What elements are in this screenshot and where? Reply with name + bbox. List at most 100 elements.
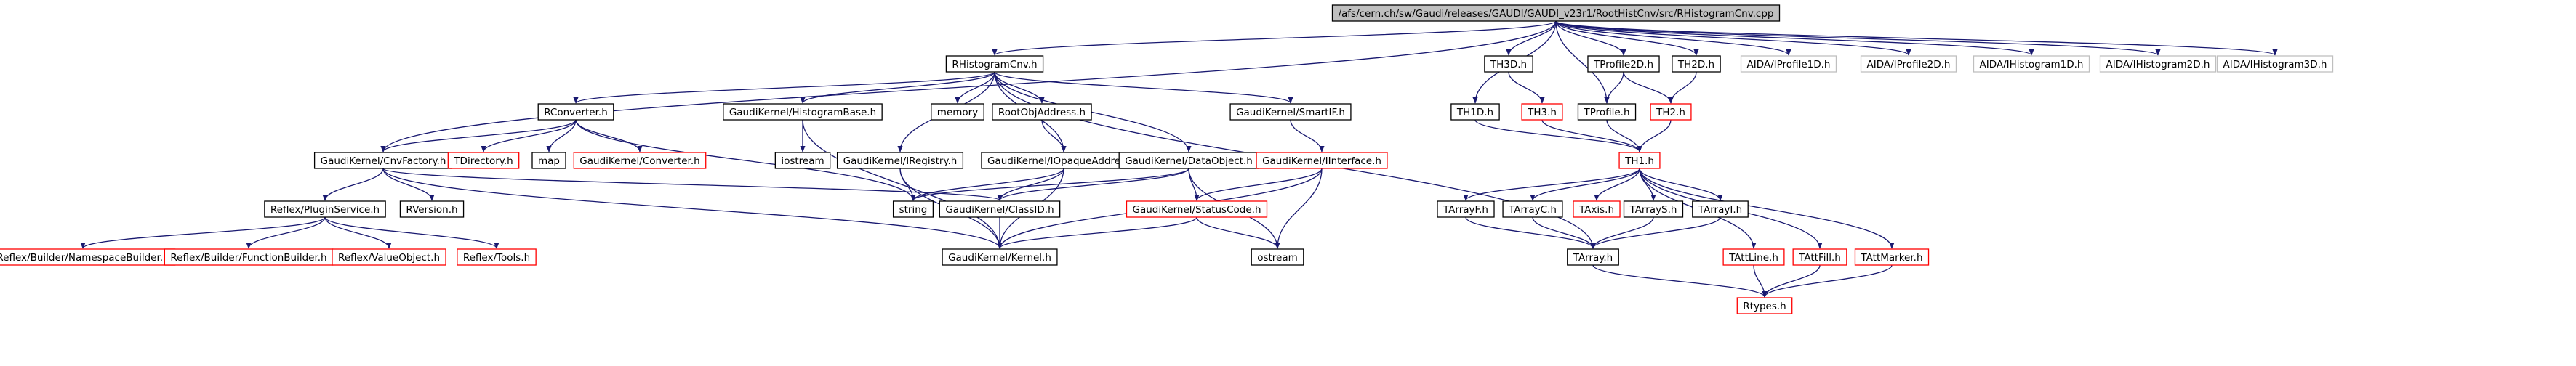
node-box-rootobj: [992, 103, 1092, 121]
node-box-iiface: [1256, 152, 1388, 169]
node-string[interactable]: string: [892, 200, 934, 218]
node-th1[interactable]: TH1.h: [1618, 152, 1661, 169]
node-cnvfact[interactable]: GaudiKernel/CnvFactory.h: [313, 152, 453, 169]
node-tattfill[interactable]: TAttFill.h: [1792, 248, 1847, 266]
node-rhcnv_h[interactable]: RHistogramCnv.h: [945, 55, 1044, 73]
node-box-string: [892, 200, 934, 218]
node-iiface[interactable]: GaudiKernel/IInterface.h: [1256, 152, 1388, 169]
edge-dataobj-to-classid: [997, 168, 1189, 201]
node-th3d[interactable]: TH3D.h: [1484, 55, 1533, 73]
node-map[interactable]: map: [531, 152, 566, 169]
node-rversion[interactable]: RVersion.h: [399, 200, 465, 218]
node-box-th3d: [1484, 55, 1533, 73]
edge-pluginsvc-to-fnbuilder: [246, 216, 326, 249]
node-label-rootobj: RootObjAddress.h: [998, 107, 1086, 118]
node-box-statuscode: [1126, 200, 1268, 218]
node-th3[interactable]: TH3.h: [1521, 103, 1563, 121]
edge-root-to-th2d: [1555, 20, 1699, 56]
node-label-th3d: TH3D.h: [1490, 59, 1527, 70]
edge-rconv-to-tdir: [481, 119, 577, 152]
edge-rhcnv_h-to-memory: [955, 71, 995, 104]
node-box-tarray: [1567, 248, 1619, 266]
node-box-iostream: [774, 152, 831, 169]
node-box-smartif: [1229, 103, 1352, 121]
node-label-rversion: RVersion.h: [406, 204, 457, 216]
node-label-gkconv: GaudiKernel/Converter.h: [579, 155, 699, 167]
node-box-tarrayc: [1502, 200, 1563, 218]
node-tools[interactable]: Reflex/Tools.h: [457, 248, 537, 266]
node-iregistry[interactable]: GaudiKernel/IRegistry.h: [836, 152, 964, 169]
node-tarrayf[interactable]: TArrayF.h: [1437, 200, 1495, 218]
node-box-histbase: [723, 103, 883, 121]
node-label-aida_p2: AIDA/IProfile2D.h: [1867, 59, 1951, 70]
node-classid[interactable]: GaudiKernel/ClassID.h: [939, 200, 1061, 218]
node-rtypes[interactable]: Rtypes.h: [1736, 297, 1793, 314]
node-label-ostream: ostream: [1257, 252, 1298, 264]
node-label-fnbuilder: Reflex/Builder/FunctionBuilder.h: [170, 252, 326, 264]
node-box-tarrayi: [1692, 200, 1749, 218]
node-root[interactable]: /afs/cern.ch/sw/Gaudi/releases/GAUDI/GAU…: [1331, 4, 1781, 22]
node-label-dataobj: GaudiKernel/DataObject.h: [1125, 155, 1253, 167]
node-tprof[interactable]: TProfile.h: [1577, 103, 1637, 121]
edge-cnvfact-to-classid: [382, 168, 1003, 201]
node-rconv[interactable]: RConverter.h: [537, 103, 614, 121]
node-label-tarrays: TArrayS.h: [1629, 204, 1677, 216]
node-label-rconv: RConverter.h: [544, 107, 608, 118]
node-iostream[interactable]: iostream: [774, 152, 831, 169]
node-box-aida_p1: [1740, 55, 1837, 73]
edge-statuscode-to-ostream: [1196, 216, 1280, 249]
node-box-memory: [931, 103, 984, 121]
node-fnbuilder[interactable]: Reflex/Builder/FunctionBuilder.h: [164, 248, 334, 266]
node-box-aida_h3: [2216, 55, 2334, 73]
node-label-cnvfact: GaudiKernel/CnvFactory.h: [321, 155, 446, 167]
node-aida_p2[interactable]: AIDA/IProfile2D.h: [1860, 55, 1957, 73]
node-box-taxis: [1573, 200, 1621, 218]
node-th1d[interactable]: TH1D.h: [1450, 103, 1500, 121]
edge-root-to-rhcnv_h: [992, 20, 1557, 56]
node-smartif[interactable]: GaudiKernel/SmartIF.h: [1229, 103, 1352, 121]
node-ostream[interactable]: ostream: [1251, 248, 1304, 266]
node-label-gkkernel: GaudiKernel/Kernel.h: [948, 252, 1051, 264]
node-tarrayc[interactable]: TArrayC.h: [1502, 200, 1563, 218]
node-rootobj[interactable]: RootObjAddress.h: [992, 103, 1092, 121]
node-label-aida_h1: AIDA/IHistogram1D.h: [1979, 59, 2083, 70]
node-dataobj[interactable]: GaudiKernel/DataObject.h: [1118, 152, 1259, 169]
node-box-tattmarker: [1854, 248, 1930, 266]
node-tarray[interactable]: TArray.h: [1567, 248, 1619, 266]
node-th2d[interactable]: TH2D.h: [1672, 55, 1721, 73]
node-memory[interactable]: memory: [931, 103, 984, 121]
node-nsbuilder[interactable]: Reflex/Builder/NamespaceBuilder.h: [0, 248, 176, 266]
node-box-th2d: [1672, 55, 1721, 73]
node-taxis[interactable]: TAxis.h: [1573, 200, 1621, 218]
node-gkconv[interactable]: GaudiKernel/Converter.h: [573, 152, 707, 169]
node-th2[interactable]: TH2.h: [1650, 103, 1692, 121]
node-tarrays[interactable]: TArrayS.h: [1623, 200, 1684, 218]
node-label-tarrayc: TArrayC.h: [1508, 204, 1557, 216]
node-aida_h1[interactable]: AIDA/IHistogram1D.h: [1973, 55, 2090, 73]
node-label-rtypes: Rtypes.h: [1743, 301, 1786, 312]
node-box-tattfill: [1792, 248, 1847, 266]
node-aida_h2[interactable]: AIDA/IHistogram2D.h: [2099, 55, 2217, 73]
node-box-aida_h2: [2099, 55, 2217, 73]
edge-tprof2d-to-tprof: [1604, 71, 1624, 104]
node-statuscode[interactable]: GaudiKernel/StatusCode.h: [1126, 200, 1268, 218]
node-valobj[interactable]: Reflex/ValueObject.h: [332, 248, 446, 266]
node-label-tarray: TArray.h: [1573, 252, 1613, 264]
edge-rhcnv_h-to-rconv: [573, 71, 995, 104]
node-tattline[interactable]: TAttLine.h: [1722, 248, 1785, 266]
edge-th1-to-tarrayi: [1639, 168, 1723, 201]
node-pluginsvc[interactable]: Reflex/PluginService.h: [264, 200, 386, 218]
node-tprof2d[interactable]: TProfile2D.h: [1587, 55, 1660, 73]
node-label-th1d: TH1D.h: [1456, 107, 1493, 118]
node-tarrayi[interactable]: TArrayI.h: [1692, 200, 1749, 218]
edge-tattfill-to-rtypes: [1762, 264, 1821, 298]
node-aida_p1[interactable]: AIDA/IProfile1D.h: [1740, 55, 1837, 73]
node-gkkernel[interactable]: GaudiKernel/Kernel.h: [942, 248, 1058, 266]
node-tdir[interactable]: TDirectory.h: [447, 152, 520, 169]
node-iopaque[interactable]: GaudiKernel/IOpaqueAddress.h: [981, 152, 1147, 169]
node-tattmarker[interactable]: TAttMarker.h: [1854, 248, 1930, 266]
node-aida_h3[interactable]: AIDA/IHistogram3D.h: [2216, 55, 2334, 73]
edge-smartif-to-iiface: [1290, 119, 1325, 152]
node-label-valobj: Reflex/ValueObject.h: [338, 252, 440, 264]
node-histbase[interactable]: GaudiKernel/HistogramBase.h: [723, 103, 883, 121]
